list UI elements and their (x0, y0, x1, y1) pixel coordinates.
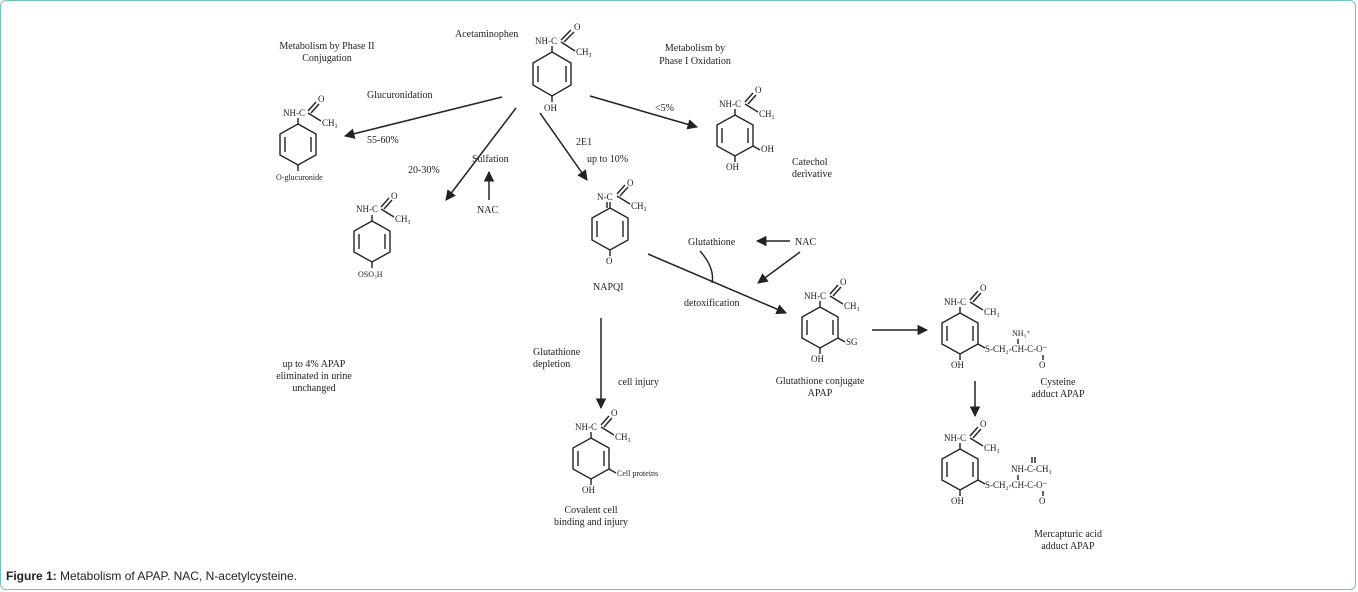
phase1-title-line1: Metabolism by (665, 43, 725, 54)
hydroxyl-group: OH (951, 360, 964, 370)
methyl-group: CH₃ (395, 214, 411, 224)
covalent-label-line2: binding and injury (554, 517, 628, 528)
phase2-title-line2: Conjugation (302, 53, 351, 64)
hydroxyl-group: OH (582, 485, 595, 495)
cell-injury-label: cell injury (618, 377, 659, 388)
nh-c-group: NH-C (283, 108, 305, 118)
cell-protein-adduct-structure: NH-C O CH₃ Cell proteins OH (572, 408, 658, 495)
methyl-group: CH₃ (615, 432, 631, 442)
methyl-group: CH₃ (844, 301, 860, 311)
glutathione-curve (699, 250, 714, 284)
carbonyl-oxygen: O (840, 277, 847, 287)
cyp2e1-label: 2E1 (576, 137, 592, 148)
acetylamino-group: NH-C-CH₃ (1011, 464, 1052, 474)
cysteine-chain: S-CH₂-CH-C-O⁻ (985, 480, 1048, 490)
figure-caption-text: Metabolism of APAP. NAC, N-acetylcystein… (56, 569, 297, 583)
oso3h-label: OSO₃H (358, 270, 383, 279)
quinone-oxygen: O (606, 256, 613, 266)
hydroxyl-group: OH (544, 103, 557, 113)
o-glucuronide-label: O-glucuronide (276, 173, 323, 182)
sg-group: SG (846, 337, 858, 347)
nh-c-group: NH-C (535, 36, 557, 46)
nac-glutathione-label: NAC (795, 237, 816, 248)
carbonyl-oxygen: O (755, 85, 762, 95)
urine-label-line2: eliminated in urine (276, 371, 352, 382)
o-glucuronide-structure: NH-C O CH₃ O-glucuronide (276, 94, 338, 182)
covalent-label-line1: Covalent cell (564, 505, 617, 516)
acetaminophen-label: Acetaminophen (455, 29, 518, 40)
nh-c-group: NH-C (719, 99, 741, 109)
urine-label-line3: unchanged (292, 383, 335, 394)
glutathione-label: Glutathione (688, 237, 736, 248)
napqi-structure: N-C O CH₃ O (591, 178, 647, 266)
mercapturic-label-line2: adduct APAP (1041, 541, 1095, 552)
hydroxyl-group: OH (951, 496, 964, 506)
gsh-depletion-label-line2: depletion (533, 359, 570, 370)
carbonyl-oxygen: O (574, 22, 581, 32)
sulfate-structure: NH-C O CH₃ OSO₃H (353, 191, 411, 279)
acetaminophen-structure: NH-C O CH₃ OH (532, 22, 592, 113)
cysteine-label-line1: Cysteine (1041, 377, 1077, 388)
glucuronidation-arrow (343, 96, 503, 139)
carboxyl-oxygen: O (1039, 496, 1046, 506)
phase2-title-line1: Metabolism by Phase II (279, 41, 374, 52)
nh-c-group: NH-C (944, 297, 966, 307)
gsh-conjugate-label-line2: APAP (808, 388, 833, 399)
lt-5-label: <5% (655, 103, 674, 114)
gsh-depletion-label-line1: Glutathione (533, 347, 581, 358)
methyl-group: CH₃ (576, 47, 592, 57)
sulfation-label: Sulfation (472, 154, 509, 165)
carbonyl-oxygen: O (627, 178, 634, 188)
hydroxyl-group: OH (726, 162, 739, 172)
hydroxyl-group: OH (811, 354, 824, 364)
carboxyl-oxygen: O (1039, 360, 1046, 370)
nac-sulfation-label: NAC (477, 205, 498, 216)
cysteine-adduct-structure: NH-C O CH₃ NH₃⁺ S-CH₂-CH-C-O⁻ O OH (941, 283, 1048, 370)
cysteine-label-line2: adduct APAP (1031, 389, 1085, 400)
cyp2e1-arrow (539, 112, 588, 181)
n-c-group: N-C (597, 192, 613, 202)
carbonyl-oxygen: O (611, 408, 618, 418)
figure-caption: Figure 1: Metabolism of APAP. NAC, N-ace… (6, 569, 297, 583)
urine-label-line1: up to 4% APAP (283, 359, 346, 370)
hydroxyl-group: OH (761, 144, 774, 154)
phase1-title-line2: Phase I Oxidation (659, 56, 731, 67)
catechol-label-line2: derivative (792, 169, 833, 180)
carbonyl-oxygen: O (318, 94, 325, 104)
carbonyl-oxygen: O (391, 191, 398, 201)
methyl-group: CH₃ (322, 118, 338, 128)
catechol-label-line1: Catechol (792, 157, 828, 168)
figure-caption-label: Figure 1: (6, 569, 57, 583)
cell-proteins-label: Cell proteins (617, 469, 658, 478)
mercapturic-label-line1: Mercapturic acid (1034, 529, 1102, 540)
methyl-group: CH₃ (984, 443, 1000, 453)
nh-c-group: NH-C (575, 422, 597, 432)
glucuronidation-label: Glucuronidation (367, 90, 433, 101)
nac-to-detox-arrow (757, 251, 801, 284)
gsh-conjugate-label-line1: Glutathione conjugate (776, 376, 865, 387)
cysteine-chain: S-CH₂-CH-C-O⁻ (985, 344, 1048, 354)
methyl-group: CH₃ (984, 307, 1000, 317)
methyl-group: CH₃ (631, 201, 647, 211)
methyl-group: CH₃ (759, 109, 775, 119)
catechol-structure: NH-C O CH₃ OH OH (716, 85, 775, 172)
carbonyl-oxygen: O (980, 283, 987, 293)
nh-c-group: NH-C (356, 204, 378, 214)
glutathione-conjugate-structure: NH-C O CH₃ SG OH (801, 277, 860, 364)
ammonium-group: NH₃⁺ (1012, 329, 1031, 338)
nh-c-group: NH-C (944, 433, 966, 443)
sulfation-arrow (445, 107, 517, 201)
pct-20-30-label: 20-30% (408, 165, 440, 176)
pct-55-60-label: 55-60% (367, 135, 399, 146)
detoxification-arrow (647, 253, 787, 315)
carbonyl-oxygen: O (980, 419, 987, 429)
up-to-10-label: up to 10% (587, 154, 628, 165)
oxidation-arrow (589, 95, 699, 130)
detoxification-label: detoxification (684, 298, 740, 309)
mercapturic-adduct-structure: NH-C O CH₃ NH-C-CH₃ S-CH₂-CH-C-O⁻ O OH (941, 419, 1052, 506)
napqi-label: NAPQI (593, 282, 624, 293)
nh-c-group: NH-C (804, 291, 826, 301)
